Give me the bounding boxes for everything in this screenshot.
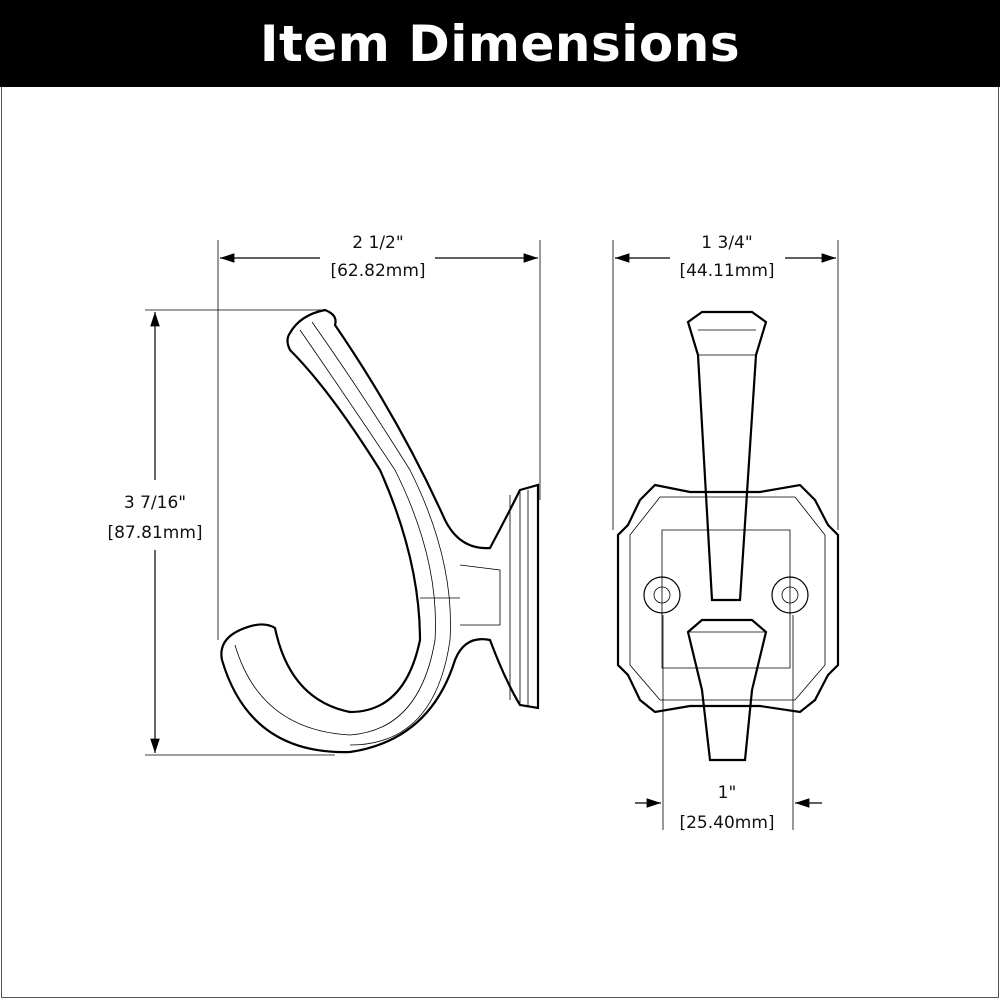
depth-dimension: 1 3/4" [44.11mm] (612, 233, 839, 530)
depth-metric-label: [44.11mm] (679, 261, 774, 281)
width-metric-label: [62.82mm] (330, 261, 425, 281)
height-imperial-label: 3 7/16" (124, 493, 186, 513)
hook-front-view (616, 310, 840, 762)
hook-side-view (220, 308, 540, 754)
width-imperial-label: 2 1/2" (352, 233, 403, 253)
height-metric-label: [87.81mm] (107, 523, 202, 543)
width-dimension: 2 1/2" [62.82mm] (217, 233, 541, 640)
depth-imperial-label: 1 3/4" (701, 233, 752, 253)
content-frame (1, 87, 999, 998)
page-title: Item Dimensions (259, 14, 741, 73)
title-bar: Item Dimensions (0, 0, 1000, 87)
hole-spacing-dimension: 1" [25.40mm] (635, 615, 822, 833)
hole-spacing-metric-label: [25.40mm] (679, 813, 774, 833)
hole-spacing-imperial-label: 1" (718, 783, 737, 803)
height-dimension: 3 7/16" [87.81mm] (107, 309, 335, 756)
